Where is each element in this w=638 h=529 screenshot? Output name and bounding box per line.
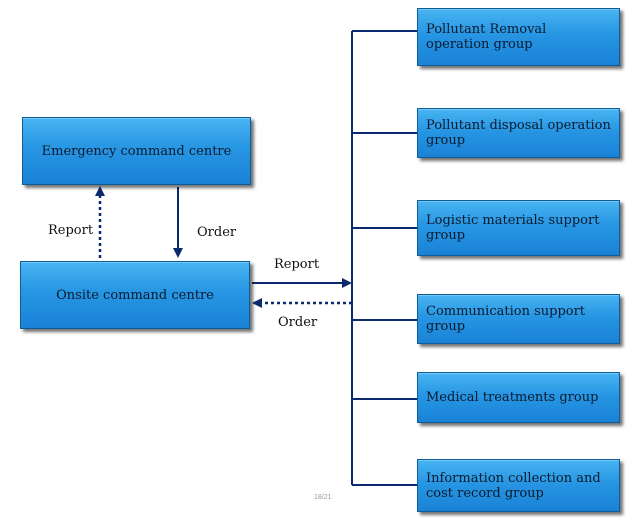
right-report-label: Report xyxy=(274,257,320,272)
left-report-label: Report xyxy=(48,223,94,238)
onsite-command-centre-box: Onsite command centre xyxy=(20,261,250,329)
group-label: Pollutant disposal operation group xyxy=(426,118,611,148)
group-label: Pollutant Removal operation group xyxy=(426,22,547,52)
group-label: Logistic materials support group xyxy=(426,213,600,243)
emergency-command-centre-label: Emergency command centre xyxy=(41,143,232,159)
onsite-command-centre-label: Onsite command centre xyxy=(56,287,214,303)
right-order-label: Order xyxy=(278,315,318,330)
group-box-medical: Medical treatments group xyxy=(417,372,620,423)
group-box-logistic-materials: Logistic materials support group xyxy=(417,200,620,256)
left-order-label: Order xyxy=(197,225,237,240)
page-number: 18/21 xyxy=(314,494,332,501)
group-label: Information collection and cost record g… xyxy=(426,470,601,501)
group-label: Medical treatments group xyxy=(426,390,599,405)
group-box-information-collection: Information collection and cost record g… xyxy=(417,459,620,512)
group-box-pollutant-removal: Pollutant Removal operation group xyxy=(417,8,620,66)
emergency-command-centre-box: Emergency command centre xyxy=(22,117,251,185)
group-label: Communication support group xyxy=(426,304,586,334)
group-box-communication: Communication support group xyxy=(417,294,620,344)
group-box-pollutant-disposal: Pollutant disposal operation group xyxy=(417,108,620,158)
